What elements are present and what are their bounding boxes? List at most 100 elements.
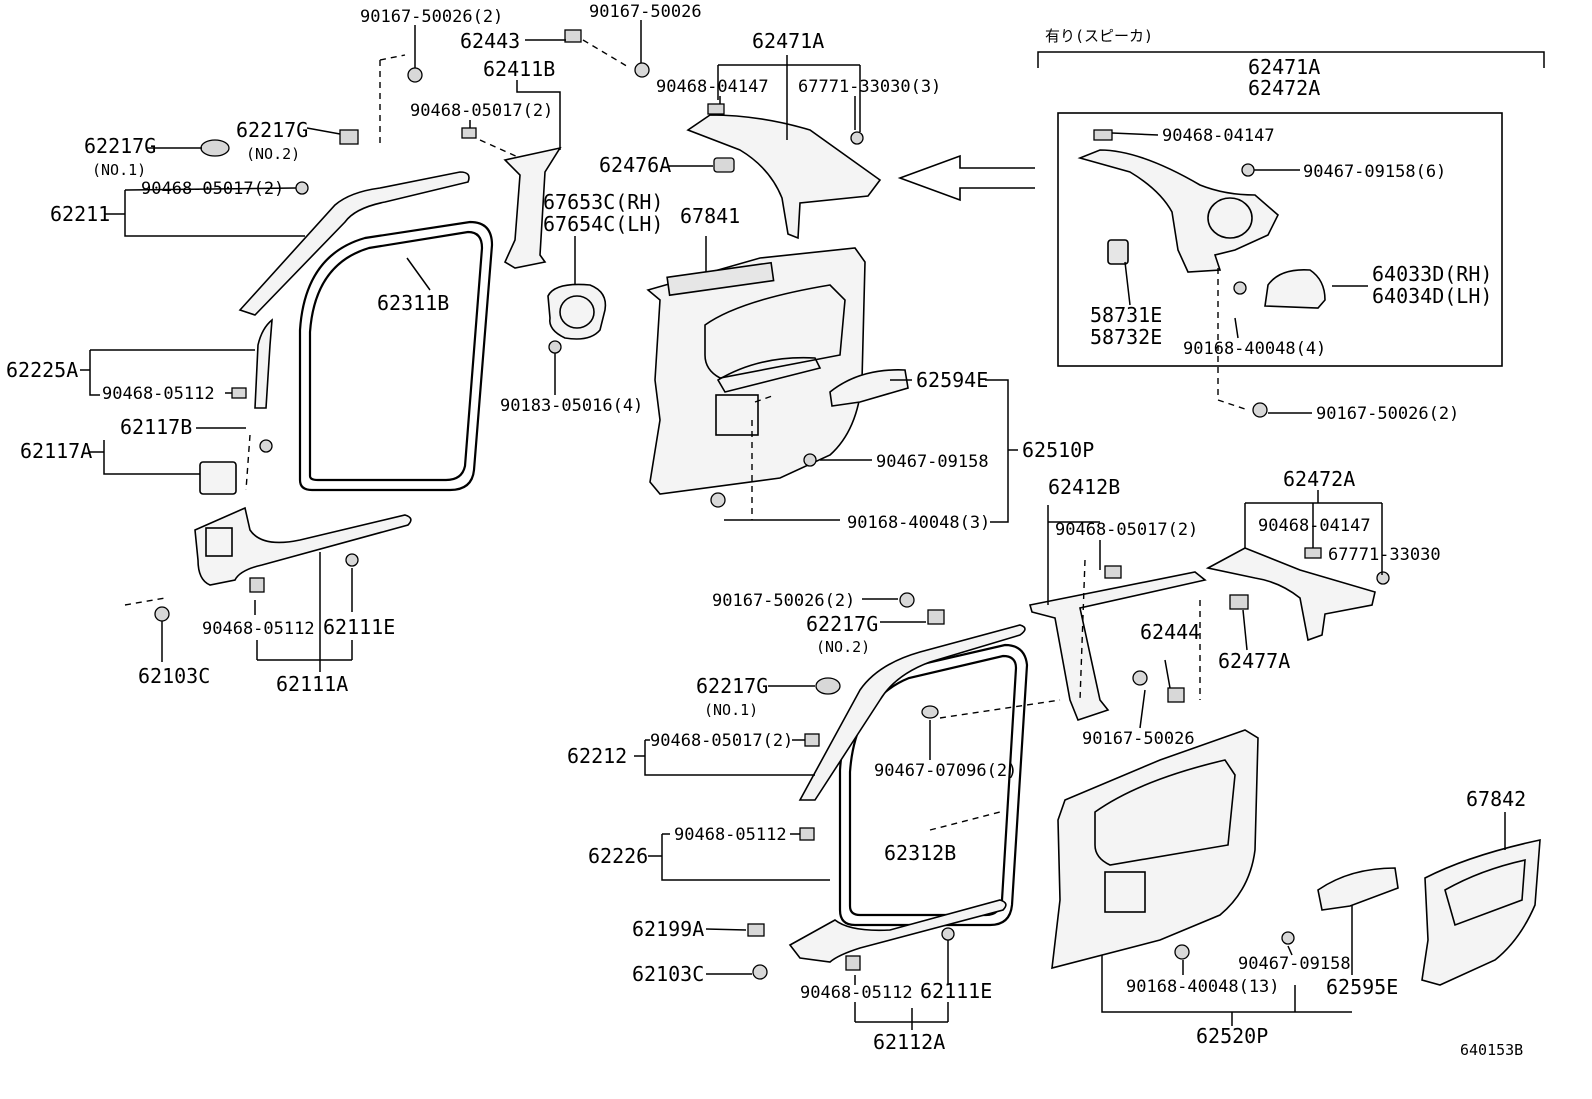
- label-box-90467-09158-6: 90467-09158(6): [1303, 162, 1446, 182]
- clip-90467-07096: [921, 705, 939, 719]
- label-box-58732E: 58732E: [1090, 325, 1162, 349]
- center-pillar-62411B: [503, 146, 562, 269]
- label-speaker-header: 有り(スピーカ): [1045, 27, 1153, 45]
- clip-62476A: [713, 157, 735, 173]
- clip-90468-04147-top: [707, 103, 725, 115]
- weatherstrip-62311B: [298, 220, 494, 492]
- weatherstrip-62311B-inner: [308, 230, 484, 482]
- clip-62217G-no2-lower: [927, 609, 945, 625]
- label-90168-40048-13: 90168-40048(13): [1126, 977, 1280, 997]
- screw-90168-40048-13: [1174, 944, 1190, 960]
- speaker-detail-box: [1057, 112, 1503, 367]
- clip-62111E-left: [345, 553, 359, 567]
- clip-90467-09158-lower: [1281, 931, 1295, 945]
- label-no1-top: (NO.1): [92, 161, 146, 179]
- label-box-58731E: 58731E: [1090, 303, 1162, 327]
- direction-arrow: [897, 154, 1035, 202]
- label-90167-50026-top: 90167-50026: [589, 2, 702, 22]
- label-90167-50026-2-top: 90167-50026(2): [360, 7, 503, 27]
- clip-box-90468-04147: [1093, 129, 1113, 141]
- label-90183-05016-4: 90183-05016(4): [500, 396, 643, 416]
- rear-door-trim-pocket: [704, 284, 846, 379]
- screw-90167-50026-2-lower: [899, 592, 915, 608]
- label-62217G-no1-lower: 62217G: [696, 674, 768, 698]
- labels: 90167-50026(2) 90167-50026 62443 62471A …: [6, 2, 1526, 1059]
- speaker-grille-64033D: [1264, 268, 1326, 309]
- label-box-62472A: 62472A: [1248, 76, 1320, 100]
- label-90168-40048-3: 90168-40048(3): [847, 513, 990, 533]
- label-90167-50026-lower: 90167-50026: [1082, 729, 1195, 749]
- rear-door-trim-speaker: [715, 394, 759, 436]
- label-62212: 62212: [567, 744, 627, 768]
- label-62111E-lower: 62111E: [920, 979, 992, 1003]
- label-box-90168-40048-4: 90168-40048(4): [1183, 339, 1326, 359]
- label-box-64033D: 64033D(RH): [1372, 262, 1492, 286]
- label-62412B: 62412B: [1048, 475, 1120, 499]
- label-box-62471A: 62471A: [1248, 55, 1320, 79]
- leader-lines: [80, 20, 1506, 1030]
- screw-90167-50026-2-right: [1252, 402, 1268, 418]
- label-90468-05017-2-mid: 90468-05017(2): [410, 101, 553, 121]
- armrest-62595E: [1317, 867, 1399, 911]
- clip-62103C-lower: [752, 964, 768, 980]
- label-62595E: 62595E: [1326, 975, 1398, 999]
- cover-67842: [1421, 838, 1541, 986]
- scuff-plate-62111A: [194, 506, 412, 586]
- box-quarter-trim: [1077, 149, 1279, 273]
- rear-door-trim-62520P-speaker: [1104, 871, 1146, 913]
- clip-90468-04147-right: [1304, 547, 1322, 559]
- label-67654C: 67654C(LH): [543, 212, 663, 236]
- label-62217G-no1-top: 62217G: [84, 134, 156, 158]
- label-90468-05112-lower: 90468-05112: [674, 825, 787, 845]
- screw-90168-40048-3: [710, 492, 726, 508]
- label-62111A: 62111A: [276, 672, 348, 696]
- dashed-lines: [124, 39, 1249, 831]
- label-67842: 67842: [1466, 787, 1526, 811]
- clip-90467-09158-mid: [803, 453, 817, 467]
- clip-62217G-no2-top: [339, 129, 359, 145]
- clip-90468-05112-left: [231, 387, 247, 399]
- clip-62444: [1167, 687, 1185, 703]
- label-90468-05017-2-right: 90468-05017(2): [1055, 520, 1198, 540]
- label-67771-33030: 67771-33030: [1328, 545, 1441, 565]
- clip-box-90467-09158: [1241, 163, 1255, 177]
- label-62520P: 62520P: [1196, 1024, 1268, 1048]
- cover-67841: [666, 261, 775, 297]
- label-90167-50026-2-lower: 90167-50026(2): [712, 591, 855, 611]
- rear-door-trim-62520P: [1051, 729, 1259, 970]
- label-62477A: 62477A: [1218, 649, 1290, 673]
- label-67771-33030-3: 67771-33030(3): [798, 77, 941, 97]
- label-90468-05017-2-lower: 90468-05017(2): [650, 731, 793, 751]
- clip-90468-05017-left: [295, 181, 309, 195]
- pillar-garnish-62211: [238, 171, 470, 316]
- speaker-ring-hole: [559, 295, 595, 329]
- clip-90468-05112-lower: [799, 827, 815, 841]
- pillar-garnish-62212: [798, 624, 1026, 801]
- label-62444: 62444: [1140, 620, 1200, 644]
- label-62111E-left: 62111E: [323, 615, 395, 639]
- quarter-trim-62472A: [1205, 547, 1376, 642]
- label-62117A: 62117A: [20, 439, 92, 463]
- label-90468-05112-bl: 90468-05112: [202, 619, 315, 639]
- label-90467-09158-mid: 90467-09158: [876, 452, 989, 472]
- label-62594E: 62594E: [916, 368, 988, 392]
- clip-62217G-no1-top: [200, 139, 230, 157]
- clip-67771-33030-right: [1376, 571, 1390, 585]
- label-62117B: 62117B: [120, 415, 192, 439]
- label-67841: 67841: [680, 204, 740, 228]
- screw-90167-50026-top: [634, 62, 650, 78]
- clip-67771-33030: [850, 131, 864, 145]
- scuff-plate-vent: [205, 527, 233, 557]
- label-62312B: 62312B: [884, 841, 956, 865]
- rear-door-trim-62520P-pocket: [1094, 759, 1236, 866]
- speaker-ring-67653C: [547, 283, 607, 340]
- clip-90468-05017-mid: [461, 127, 477, 139]
- center-pillar-62412B: [1028, 571, 1207, 721]
- label-90468-04147-top: 90468-04147: [656, 77, 769, 97]
- clip-58731E: [1107, 239, 1129, 265]
- label-62217G-no2-top: 62217G: [236, 118, 308, 142]
- label-box-64034D: 64034D(LH): [1372, 284, 1492, 308]
- label-90468-05017-2-left: 90468-05017(2): [141, 179, 284, 199]
- pillar-lower-62225A: [254, 318, 273, 409]
